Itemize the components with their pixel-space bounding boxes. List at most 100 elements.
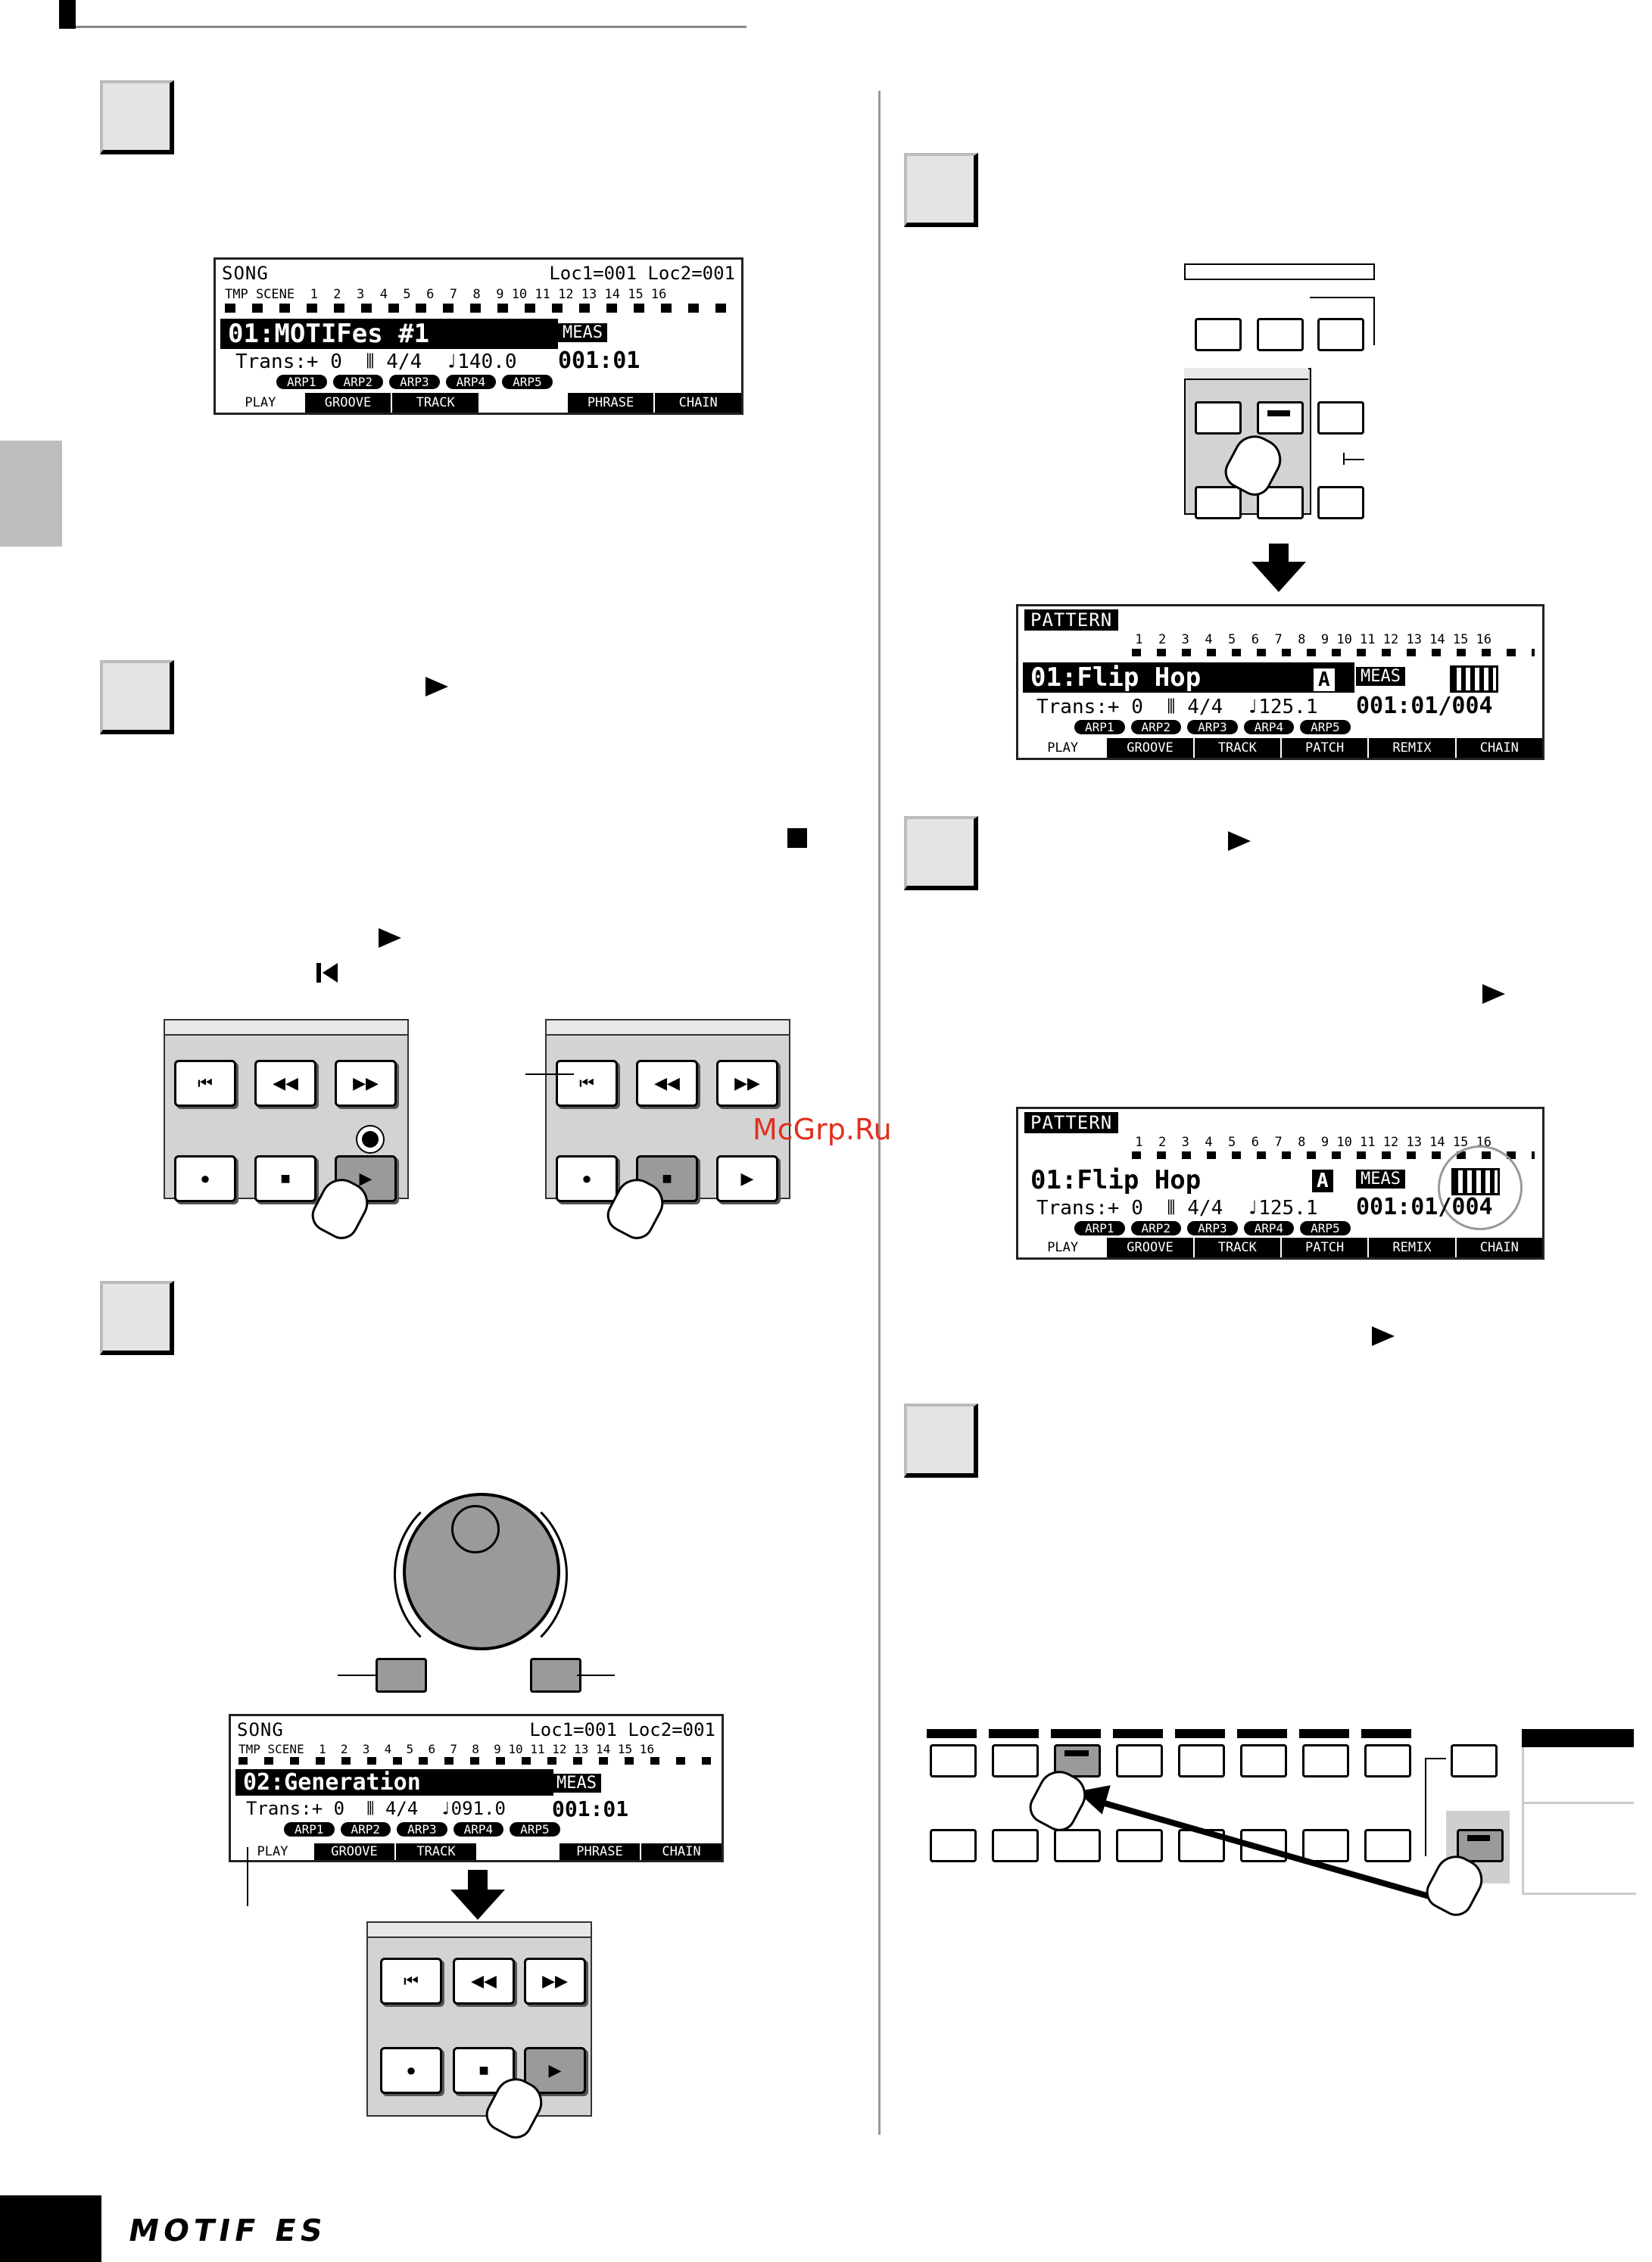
down-arrow-icon bbox=[1251, 562, 1306, 592]
number-button-6[interactable] bbox=[1240, 1744, 1287, 1778]
record-button[interactable]: ● bbox=[174, 1155, 236, 1202]
arp-button: ARP4 bbox=[1243, 1221, 1295, 1235]
step-box bbox=[100, 1281, 174, 1355]
down-arrow-stem bbox=[468, 1870, 488, 1891]
number-button-4[interactable] bbox=[1116, 1744, 1163, 1778]
fast-forward-button[interactable]: ▶▶ bbox=[335, 1060, 397, 1107]
top-button[interactable]: ⏮ bbox=[556, 1060, 618, 1107]
tab-chain: CHAIN bbox=[1454, 1238, 1542, 1257]
display-mode: PATTERN bbox=[1024, 609, 1119, 631]
transport-panel: ⏮ ◀◀ ▶▶ ● ■ ▶ bbox=[545, 1019, 790, 1202]
display-mode: SONG bbox=[222, 263, 269, 284]
step-box bbox=[100, 80, 174, 154]
number-button-9[interactable] bbox=[930, 1829, 977, 1862]
tab-chain: CHAIN bbox=[1454, 738, 1542, 758]
number-button-7[interactable] bbox=[1302, 1744, 1349, 1778]
play-led-icon bbox=[362, 1131, 379, 1148]
record-button[interactable]: ● bbox=[556, 1155, 618, 1202]
mode-button[interactable] bbox=[1195, 318, 1242, 351]
bracket-line bbox=[1343, 459, 1364, 460]
tab-groove: GROOVE bbox=[313, 1843, 394, 1860]
song-button[interactable] bbox=[1195, 401, 1242, 435]
tab-phrase: PHRASE bbox=[558, 1843, 640, 1860]
number-button-2[interactable] bbox=[992, 1744, 1039, 1778]
arp-button: ARP2 bbox=[1130, 720, 1182, 734]
callout-line bbox=[338, 1675, 377, 1676]
side-tab bbox=[0, 441, 62, 547]
keyboard-icon bbox=[1450, 665, 1498, 693]
fast-forward-button[interactable]: ▶▶ bbox=[524, 1958, 586, 2005]
transport-panel: ⏮ ◀◀ ▶▶ ● ■ ▶ bbox=[164, 1019, 409, 1202]
step-box bbox=[100, 660, 174, 734]
bracket-line bbox=[1425, 1758, 1426, 1856]
arp-button: ARP4 bbox=[445, 375, 497, 389]
arp-button: ARP1 bbox=[276, 375, 327, 389]
song-display: SONG Loc1=001 Loc2=001 TMP SCENE 1 2 3 4… bbox=[229, 1714, 724, 1862]
down-arrow-stem bbox=[1269, 544, 1289, 565]
meas-label: MEAS bbox=[558, 323, 607, 342]
number-button-11[interactable] bbox=[1054, 1829, 1101, 1862]
mode-button[interactable] bbox=[1257, 318, 1304, 351]
play-icon bbox=[379, 928, 401, 948]
bracket-line bbox=[1425, 1758, 1446, 1759]
arp-button: ARP5 bbox=[502, 375, 553, 389]
number-button-16[interactable] bbox=[1364, 1829, 1411, 1862]
tab-bar: PLAY GROOVE TRACK PHRASE CHAIN bbox=[231, 1843, 722, 1860]
display-mode: SONG bbox=[237, 1719, 284, 1740]
arp-row: ARP1 ARP2 ARP3 ARP4 ARP5 bbox=[284, 1822, 560, 1837]
mode-button[interactable] bbox=[1317, 318, 1364, 351]
callout-line bbox=[247, 1847, 248, 1906]
tab-chain: CHAIN bbox=[653, 393, 741, 413]
track-indicators bbox=[225, 304, 732, 313]
mode-button[interactable] bbox=[1195, 486, 1242, 519]
rewind-button[interactable]: ◀◀ bbox=[254, 1060, 316, 1107]
arp-row: ARP1 ARP2 ARP3 ARP4 ARP5 bbox=[1074, 720, 1351, 734]
number-button-15[interactable] bbox=[1302, 1829, 1349, 1862]
number-button-10[interactable] bbox=[992, 1829, 1039, 1862]
display-mode: PATTERN bbox=[1024, 1112, 1119, 1133]
pattern-group-header bbox=[1184, 368, 1308, 380]
meas-label: MEAS bbox=[552, 1774, 601, 1793]
brand-logo: MOTIF ES bbox=[125, 2214, 330, 2248]
mode-button[interactable] bbox=[1317, 401, 1364, 435]
step-box bbox=[904, 816, 978, 890]
locator: Loc1=001 Loc2=001 bbox=[529, 1719, 715, 1740]
number-button-3[interactable] bbox=[1054, 1744, 1101, 1778]
dial-arc-right bbox=[389, 1485, 568, 1664]
record-button[interactable]: ● bbox=[380, 2047, 442, 2094]
bracket-line bbox=[1310, 297, 1375, 345]
meas-value: 001:01/004 bbox=[1356, 1194, 1493, 1220]
mode-button[interactable] bbox=[1317, 486, 1364, 519]
play-button[interactable]: ▶ bbox=[716, 1155, 778, 1202]
arp-button: ARP4 bbox=[1243, 720, 1295, 734]
rewind-button[interactable]: ◀◀ bbox=[453, 1958, 515, 2005]
arp-button: ARP3 bbox=[1187, 1221, 1238, 1235]
rewind-button[interactable]: ◀◀ bbox=[636, 1060, 698, 1107]
top-button[interactable]: ⏮ bbox=[174, 1060, 236, 1107]
number-button-8[interactable] bbox=[1364, 1744, 1411, 1778]
number-button-12[interactable] bbox=[1116, 1829, 1163, 1862]
arp-row: ARP1 ARP2 ARP3 ARP4 ARP5 bbox=[276, 375, 553, 389]
stop-button[interactable]: ■ bbox=[636, 1155, 698, 1202]
stop-button[interactable]: ■ bbox=[254, 1155, 316, 1202]
inc-yes-button[interactable] bbox=[530, 1658, 581, 1693]
stop-icon bbox=[787, 828, 807, 848]
tab-empty bbox=[476, 1843, 558, 1860]
tab-track: TRACK bbox=[394, 1843, 476, 1860]
track-select-button[interactable] bbox=[1451, 1744, 1498, 1778]
dec-no-button[interactable] bbox=[376, 1658, 427, 1693]
legend-header bbox=[1522, 1729, 1634, 1747]
track-header: 1 2 3 4 5 6 7 8 9 10 11 12 13 14 15 16 bbox=[1127, 632, 1492, 647]
fast-forward-button[interactable]: ▶▶ bbox=[716, 1060, 778, 1107]
tab-play: PLAY bbox=[231, 1843, 313, 1860]
number-button-5[interactable] bbox=[1178, 1744, 1225, 1778]
arp-button: ARP3 bbox=[397, 1822, 447, 1837]
tab-play: PLAY bbox=[1018, 1238, 1106, 1257]
arp-button: ARP3 bbox=[389, 375, 440, 389]
meas-label: MEAS bbox=[1356, 1170, 1405, 1189]
pattern-display: PATTERN 1 2 3 4 5 6 7 8 9 10 11 12 13 14… bbox=[1016, 1107, 1544, 1260]
top-button[interactable]: ⏮ bbox=[380, 1958, 442, 2005]
pattern-button[interactable] bbox=[1257, 401, 1304, 435]
number-button-1[interactable] bbox=[930, 1744, 977, 1778]
section-led-icon bbox=[1467, 1835, 1490, 1841]
